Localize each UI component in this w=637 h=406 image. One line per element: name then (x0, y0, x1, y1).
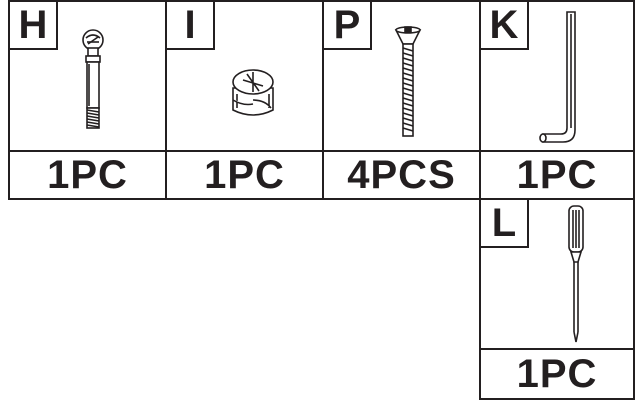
part-letter-l: L (479, 198, 529, 248)
part-letter-k: K (479, 0, 529, 50)
part-letter-i: I (165, 0, 215, 50)
part-letter-h: H (8, 0, 58, 50)
screw-icon (394, 26, 422, 137)
part-cell-i: I (165, 0, 324, 152)
screwdriver-icon (568, 205, 584, 343)
part-quantity-l: 1PC (479, 348, 635, 400)
part-quantity-k: 1PC (479, 150, 635, 200)
part-cell-l: L (479, 198, 635, 350)
part-cell-p: P (322, 0, 481, 152)
part-quantity-i: 1PC (165, 150, 324, 200)
cam-bolt-icon (82, 29, 104, 129)
allen-key-icon (539, 11, 576, 143)
part-quantity-h: 1PC (8, 150, 167, 200)
cam-lock-icon (232, 69, 274, 116)
part-cell-k: K (479, 0, 635, 152)
part-cell-h: H (8, 0, 167, 152)
part-letter-p: P (322, 0, 372, 50)
part-quantity-p: 4PCS (322, 150, 481, 200)
